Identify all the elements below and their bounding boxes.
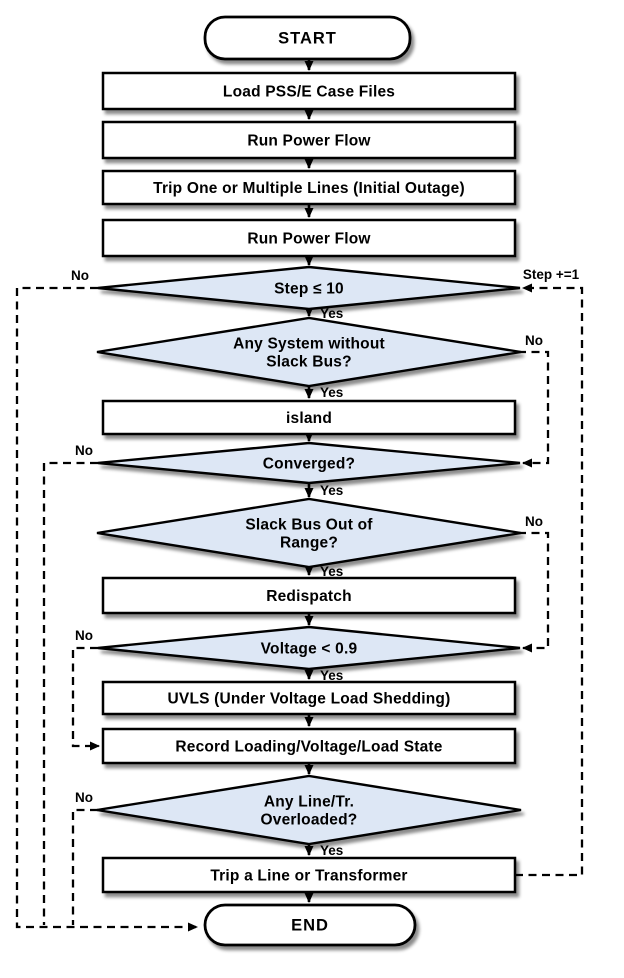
process-shape: [101, 120, 517, 160]
edge-label-yes: Yes: [320, 483, 343, 498]
edge-label-yes: Yes: [320, 306, 343, 321]
process-shape: [101, 169, 517, 206]
node-label-island: island: [286, 410, 332, 427]
node-label-start: START: [278, 30, 337, 48]
dashed-connector-voltage-no-to-record: No: [71, 628, 100, 751]
edge-label-anyline-no-to-end: No: [75, 790, 93, 805]
dashed-connector-trip-step-increment: Step +=1: [515, 267, 584, 877]
connector-any-line-to-trip-line: Yes: [304, 843, 343, 858]
node-label-uvls: UVLS (Under Voltage Load Shedding): [168, 691, 451, 708]
node-label-step-le-10: Step ≤ 10: [274, 281, 344, 298]
edge-label-yes: Yes: [320, 668, 343, 683]
process-shape: [101, 71, 517, 111]
node-label-redispatch: Redispatch: [266, 588, 352, 605]
node-voltage: Voltage < 0.9: [97, 625, 521, 671]
node-label-load-case: Load PSS/E Case Files: [223, 84, 395, 101]
node-end: END: [203, 903, 417, 947]
decision-shape: [96, 774, 522, 846]
node-run-pf-1: Run Power Flow: [101, 120, 517, 160]
node-trip-line: Trip a Line or Transformer: [101, 856, 517, 894]
dashed-connector-anyline-no-to-end: No: [71, 790, 98, 925]
connector-slack-range-to-redispatch: Yes: [304, 564, 343, 579]
node-load-case: Load PSS/E Case Files: [101, 71, 517, 111]
process-shape: [101, 576, 517, 615]
dashed-connector-anysystem-no-to-conv: No: [518, 333, 550, 468]
edge-label-anysystem-no-to-conv: No: [525, 333, 543, 348]
node-step-le-10: Step ≤ 10: [97, 265, 521, 311]
edge-label-yes: Yes: [320, 564, 343, 579]
node-converged: Converged?: [97, 441, 521, 485]
dashed-connector-slack-no-to-voltage: No: [518, 514, 550, 653]
terminator-shape: [203, 903, 417, 947]
edge-label-slack-no-to-voltage: No: [525, 514, 543, 529]
connector-voltage-to-uvls: Yes: [304, 668, 343, 683]
process-shape: [101, 399, 517, 436]
process-shape: [101, 856, 517, 894]
edge-label-trip-step-increment: Step +=1: [523, 267, 580, 282]
decision-shape: [97, 441, 521, 485]
decision-shape: [96, 316, 522, 388]
node-start: START: [203, 15, 412, 61]
dashed-connector-step-no-to-end: No: [15, 268, 198, 932]
edge-label-yes: Yes: [320, 385, 343, 400]
node-label-record: Record Loading/Voltage/Load State: [175, 739, 442, 756]
connector-any-system-to-island: Yes: [304, 385, 343, 400]
node-label-any-line: Any Line/Tr.Overloaded?: [261, 794, 358, 829]
edge-label-step-no-to-end: No: [71, 268, 89, 283]
node-uvls: UVLS (Under Voltage Load Shedding): [101, 680, 517, 716]
node-redispatch: Redispatch: [101, 576, 517, 615]
process-shape: [101, 680, 517, 716]
node-record: Record Loading/Voltage/Load State: [101, 727, 517, 765]
edge-label-voltage-no-to-record: No: [75, 628, 93, 643]
process-shape: [101, 218, 517, 258]
decision-shape: [97, 625, 521, 671]
node-any-line: Any Line/Tr.Overloaded?: [96, 774, 522, 846]
node-label-trip-initial: Trip One or Multiple Lines (Initial Outa…: [153, 180, 465, 197]
terminator-shape: [203, 15, 412, 61]
decision-shape: [97, 265, 521, 311]
node-label-run-pf-2: Run Power Flow: [247, 231, 371, 248]
dashed-connector-converged-no-to-end: No: [42, 443, 98, 925]
node-label-run-pf-1: Run Power Flow: [247, 133, 371, 150]
node-label-converged: Converged?: [263, 456, 355, 473]
node-trip-initial: Trip One or Multiple Lines (Initial Outa…: [101, 169, 517, 206]
node-island: island: [101, 399, 517, 436]
connector-converged-to-slack-range: Yes: [304, 483, 343, 498]
node-run-pf-2: Run Power Flow: [101, 218, 517, 258]
process-shape: [101, 727, 517, 765]
edge-label-yes: Yes: [320, 843, 343, 858]
node-label-voltage: Voltage < 0.9: [261, 641, 358, 658]
decision-shape: [96, 497, 522, 569]
node-label-trip-line: Trip a Line or Transformer: [210, 868, 407, 885]
node-label-end: END: [291, 917, 329, 935]
edge-label-converged-no-to-end: No: [75, 443, 93, 458]
